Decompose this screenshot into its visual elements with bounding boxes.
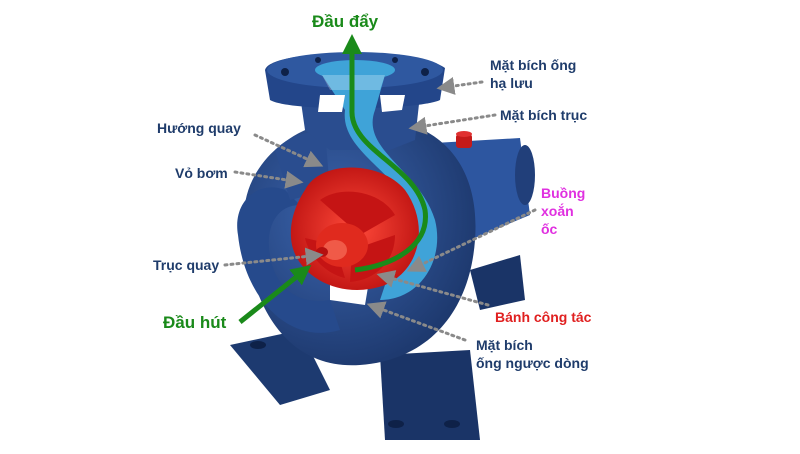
label-suction-flange-line2: ống ngược dòng <box>476 355 589 371</box>
label-impeller: Bánh công tác <box>495 309 592 325</box>
label-shaft-flange: Mặt bích trục <box>500 107 588 123</box>
label-discharge-flange-line2: hạ lưu <box>490 75 533 91</box>
label-volute-line1: Buồng <box>541 185 586 201</box>
impeller <box>290 167 419 291</box>
flow-arrows <box>238 34 428 324</box>
leader-lines <box>223 77 537 342</box>
label-volute-line2: xoắn <box>541 203 574 219</box>
label-suction-flange-line1: Mặt bích <box>476 337 533 353</box>
label-rotation-direction: Hướng quay <box>157 120 241 136</box>
label-inlet: Đầu hút <box>163 313 227 332</box>
label-outlet: Đầu đẩy <box>312 12 379 31</box>
label-discharge-flange-line1: Mặt bích ống <box>490 57 577 73</box>
label-casing: Vỏ bơm <box>175 165 228 181</box>
label-volute-line3: ốc <box>541 221 558 237</box>
label-shaft: Trục quay <box>153 257 220 273</box>
